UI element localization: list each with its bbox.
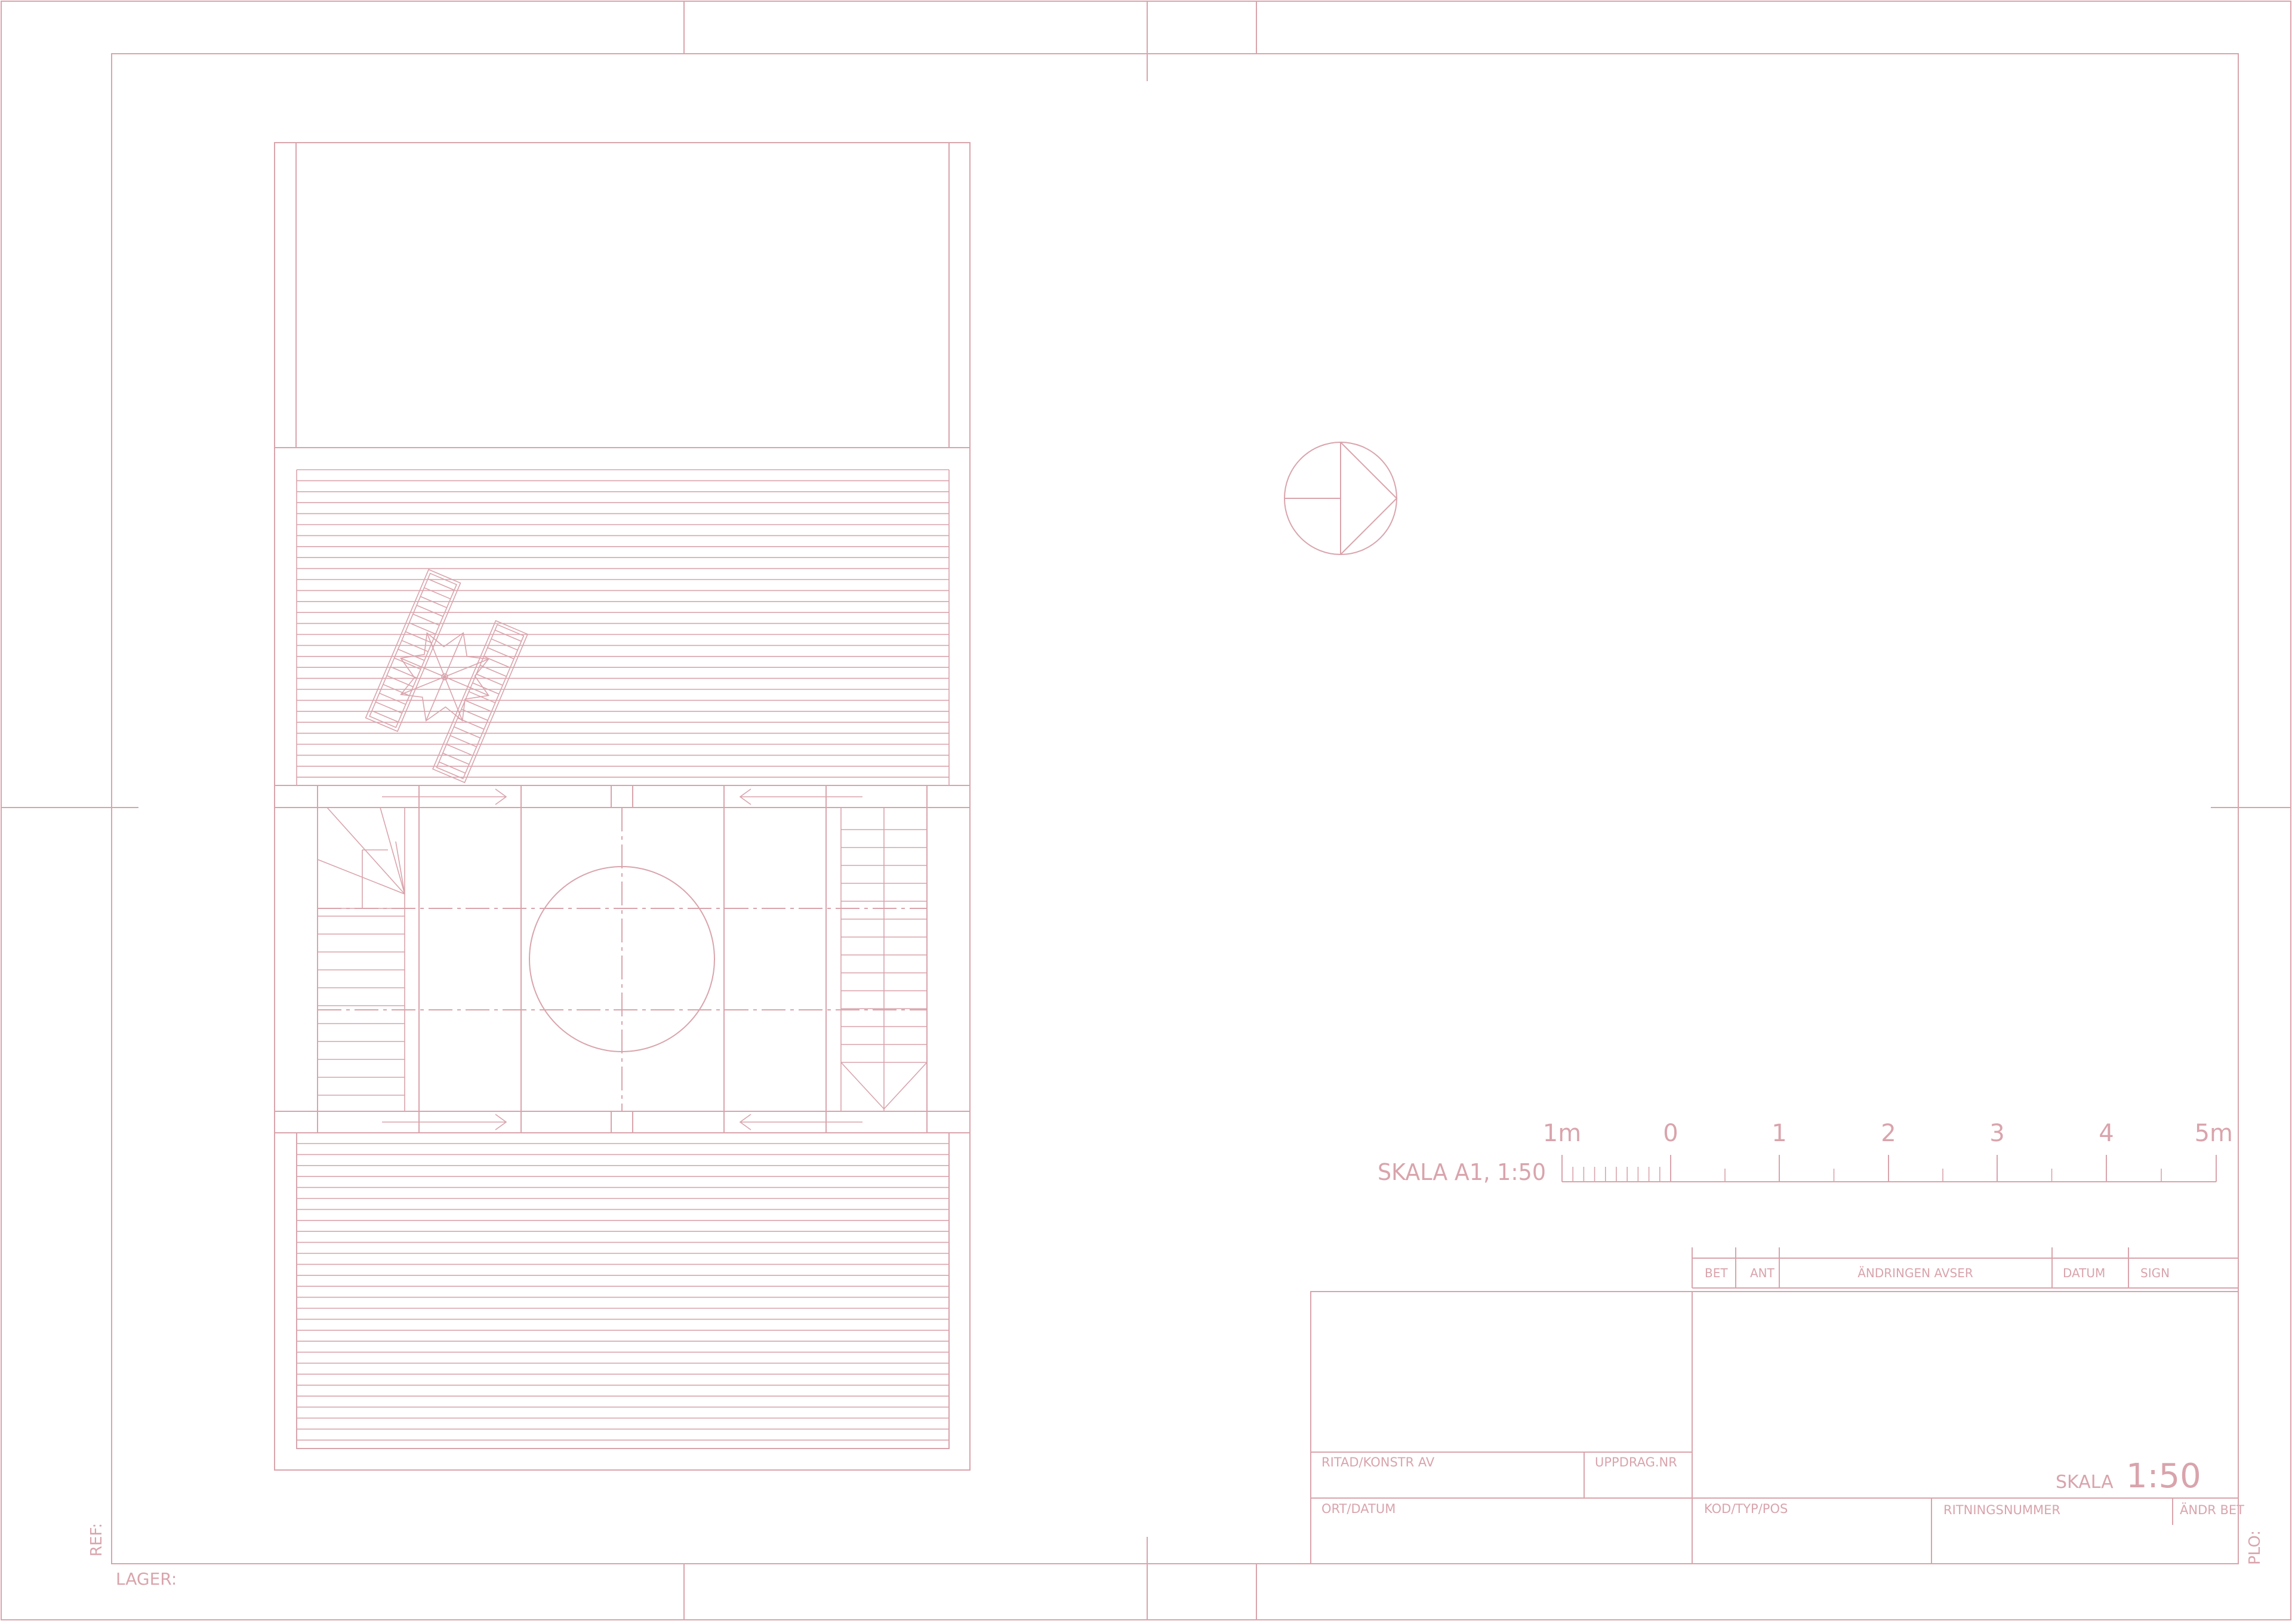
title-block: RITAD/KONSTR AV UPPDRAG.NR ORT/DATUM KOD… [1310,1291,2244,1564]
lounger-slat [464,699,492,713]
lounger-slat [386,675,414,688]
lounger-slat [401,640,429,652]
scale-tick-label: 0 [1663,1120,1678,1147]
col-andringen: ÄNDRINGEN AVSER [1857,1266,1973,1280]
plo-label: PLO: [2246,1530,2264,1565]
revision-table: BET ANT ÄNDRINGEN AVSER DATUM SIGN [1692,1247,2238,1289]
lounger-slat [439,761,466,774]
lounger-slat [416,605,443,617]
lounger-slat [487,647,515,660]
lounger-slat [412,614,440,626]
lounger-slat [461,708,488,721]
north-arrow-icon [1284,442,1398,555]
lounger-slat [494,629,522,642]
scale-tick-label: 1m [1543,1120,1581,1147]
scale-tick-label: 2 [1881,1120,1896,1147]
lounger-slat [449,735,477,747]
lounger-slat [379,692,406,705]
lounger-slat [479,664,507,677]
lounger-slat [420,596,447,608]
uppdrag-nr-label: UPPDRAG.NR [1595,1455,1677,1469]
lounger-slat [394,657,421,670]
plan-drawing [274,142,971,1471]
scale-tick-label: 5m [2195,1120,2233,1147]
kod-typ-pos-label: KOD/TYP/POS [1704,1502,1788,1516]
lounger-slat [472,682,500,695]
col-sign: SIGN [2140,1266,2170,1280]
scale-tick-label: 3 [1989,1120,2004,1147]
lounger-slat [398,649,425,661]
lounger-slat [390,666,417,679]
deck-boards-top [296,469,950,785]
lounger-slat [483,656,511,668]
lounger-slat [405,631,432,643]
ort-datum-label: ORT/DATUM [1321,1502,1395,1516]
lounger-slat [446,744,473,756]
scale-tick-label: 4 [2099,1120,2114,1147]
scale-bar: SKALA A1, 1:50 1m 0 1 2 3 4 5m [1378,1120,2233,1185]
lounger-slat [491,638,518,651]
parasol-icon [365,569,528,784]
lounger-slat [371,710,399,723]
lounger-slat [427,578,455,591]
skala-label: SKALA [2056,1472,2114,1493]
ref-label: REF: [88,1523,106,1557]
lounger-slat [469,691,496,704]
skala-value: 1:50 [2126,1457,2201,1496]
deck-boards-bottom [297,1143,949,1441]
lounger-slat [383,683,410,697]
central-hall [274,785,971,1133]
lounger-slat [424,587,451,600]
col-datum: DATUM [2063,1266,2105,1280]
andr-bet-label: ÄNDR BET [2180,1502,2244,1517]
scale-tick-label: 1 [1772,1120,1786,1147]
lounger-slat [454,726,481,739]
lounger-slat [442,753,470,765]
ritningsnummer-label: RITNINGSNUMMER [1943,1503,2060,1517]
scale-bar-label: SKALA A1, 1:50 [1378,1159,1546,1185]
col-bet: BET [1705,1266,1728,1280]
lager-label: LAGER: [116,1569,177,1589]
direction-arrows [382,788,862,1130]
ritad-konstr-label: RITAD/KONSTR AV [1321,1455,1435,1469]
lounger-slat [476,673,503,686]
col-ant: ANT [1750,1266,1775,1280]
lounger-slat [375,701,402,714]
lounger-slat [409,622,436,635]
right-stair [840,808,928,1111]
stair-icon [317,807,405,1111]
